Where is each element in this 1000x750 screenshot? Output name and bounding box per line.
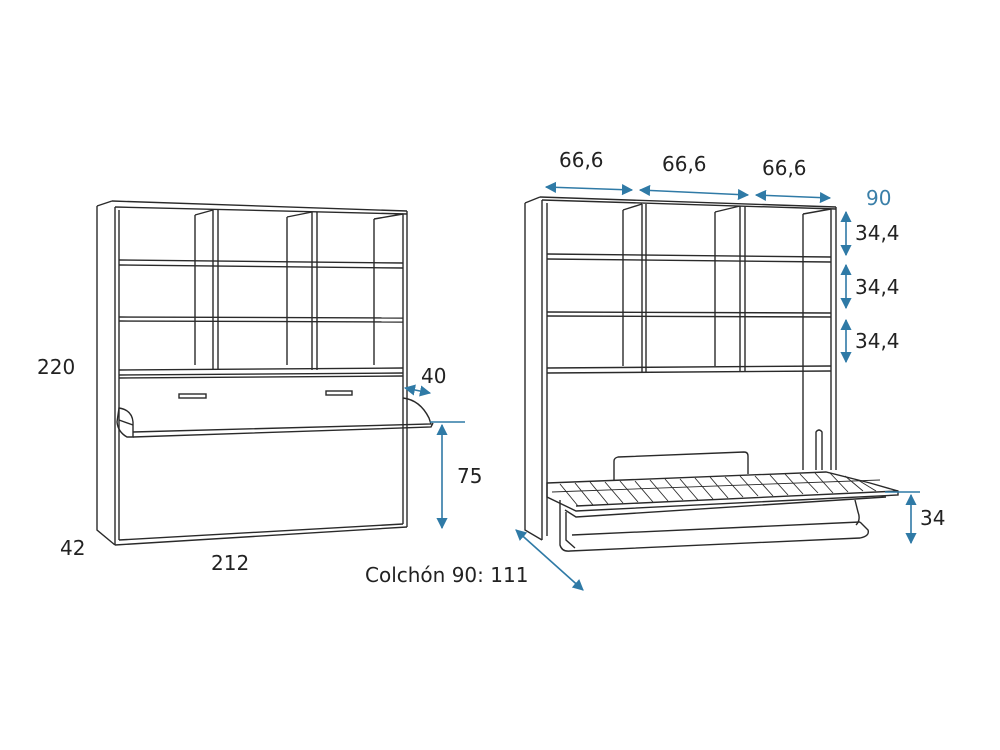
shelf-height-label-2: 34,4 — [855, 275, 900, 299]
bed-height-label: 34 — [920, 506, 946, 530]
width-label: 212 — [211, 551, 250, 575]
left-dimension-lines — [403, 384, 465, 530]
right-unit-drawing — [524, 196, 899, 552]
desk-height-label: 75 — [457, 464, 483, 488]
module-width-label-1: 66,6 — [559, 148, 604, 172]
mattress-label: Colchón 90: 111 — [365, 563, 529, 587]
height-label: 220 — [37, 355, 76, 379]
depth-label: 42 — [60, 536, 86, 560]
shelf-height-label-1: 34,4 — [855, 221, 900, 245]
right-dimension-lines — [515, 181, 920, 591]
desk-depth-label: 40 — [421, 364, 447, 388]
left-unit-drawing — [96, 200, 434, 546]
top-width-label: 90 — [866, 186, 892, 210]
module-width-label-2: 66,6 — [662, 152, 707, 176]
module-width-label-3: 66,6 — [762, 156, 807, 180]
shelf-height-label-3: 34,4 — [855, 329, 900, 353]
